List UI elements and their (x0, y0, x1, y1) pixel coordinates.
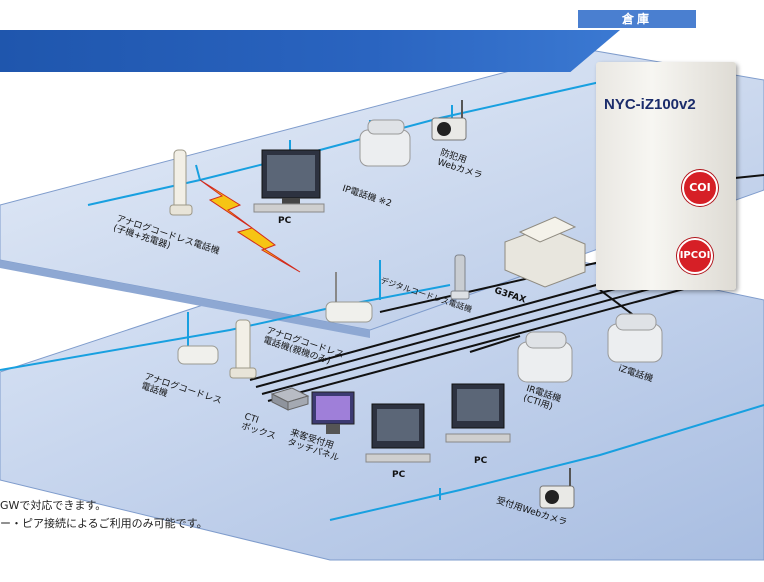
g3fax (504, 216, 586, 288)
pc-upper (253, 149, 325, 213)
iz-phone (607, 313, 663, 363)
analog-cordless-base (325, 272, 373, 323)
header-band (0, 30, 620, 72)
analog-cordless-upper (169, 149, 193, 216)
coi-badge: COI (682, 170, 718, 206)
label-pc-upper: PC (278, 216, 292, 226)
webcam-reception (539, 468, 575, 509)
analog-cordless-lower (177, 319, 257, 379)
pc-lower-2 (445, 383, 511, 443)
warehouse-label: 倉庫 (578, 10, 696, 28)
wireless-bolt (199, 179, 301, 273)
note-line-1: GWで対応できます。 (0, 499, 107, 512)
pc-lower-1 (365, 403, 431, 463)
label-pc-lower-1: PC (392, 470, 406, 480)
ip-phone (359, 119, 411, 167)
ipcoi-badge: IPCOI (677, 238, 713, 274)
digital-cordless (450, 254, 470, 300)
webcam-security (431, 100, 467, 141)
note-line-2: ー・ピア接続によるご利用のみ可能です。 (0, 517, 208, 530)
ir-phone (517, 331, 573, 383)
lower-network-lines (0, 260, 764, 521)
reception-panel (311, 391, 355, 434)
label-pc-lower-2: PC (474, 456, 488, 466)
cti-box (270, 387, 310, 411)
server-title: NYC-iZ100v2 (604, 96, 696, 113)
